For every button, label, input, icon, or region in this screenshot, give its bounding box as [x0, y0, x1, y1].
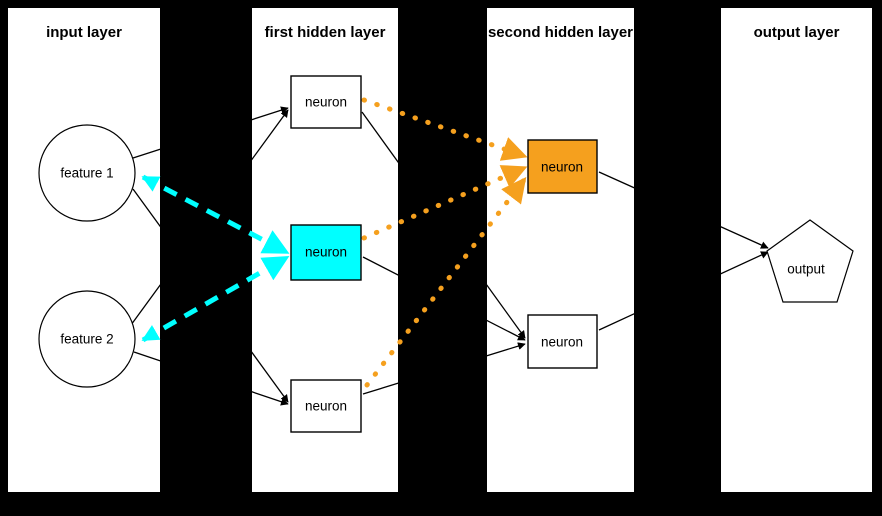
node-label-h2-neuron-1: neuron [540, 159, 584, 175]
node-label-feature-1: feature 1 [60, 165, 114, 181]
node-label-output: output [787, 261, 825, 277]
edge-group-plain [130, 106, 769, 406]
node-label-h1-neuron-3: neuron [304, 398, 348, 414]
node-label-h1-neuron-2: neuron [304, 244, 348, 260]
panel-output-layer: output layer [721, 8, 872, 492]
node-label-h1-neuron-1: neuron [304, 94, 348, 110]
panel-second-hidden-layer: second hidden layer [487, 8, 634, 492]
panel-title-input-layer: input layer [46, 24, 122, 41]
panel-title-second-hidden-layer: second hidden layer [487, 24, 634, 41]
panel-input-layer: input layer [8, 8, 160, 492]
panel-title-output-layer: output layer [753, 24, 840, 41]
node-label-feature-2: feature 2 [60, 331, 114, 347]
panel-title-first-hidden-layer: first hidden layer [264, 24, 386, 41]
node-label-h2-neuron-2: neuron [540, 334, 584, 350]
